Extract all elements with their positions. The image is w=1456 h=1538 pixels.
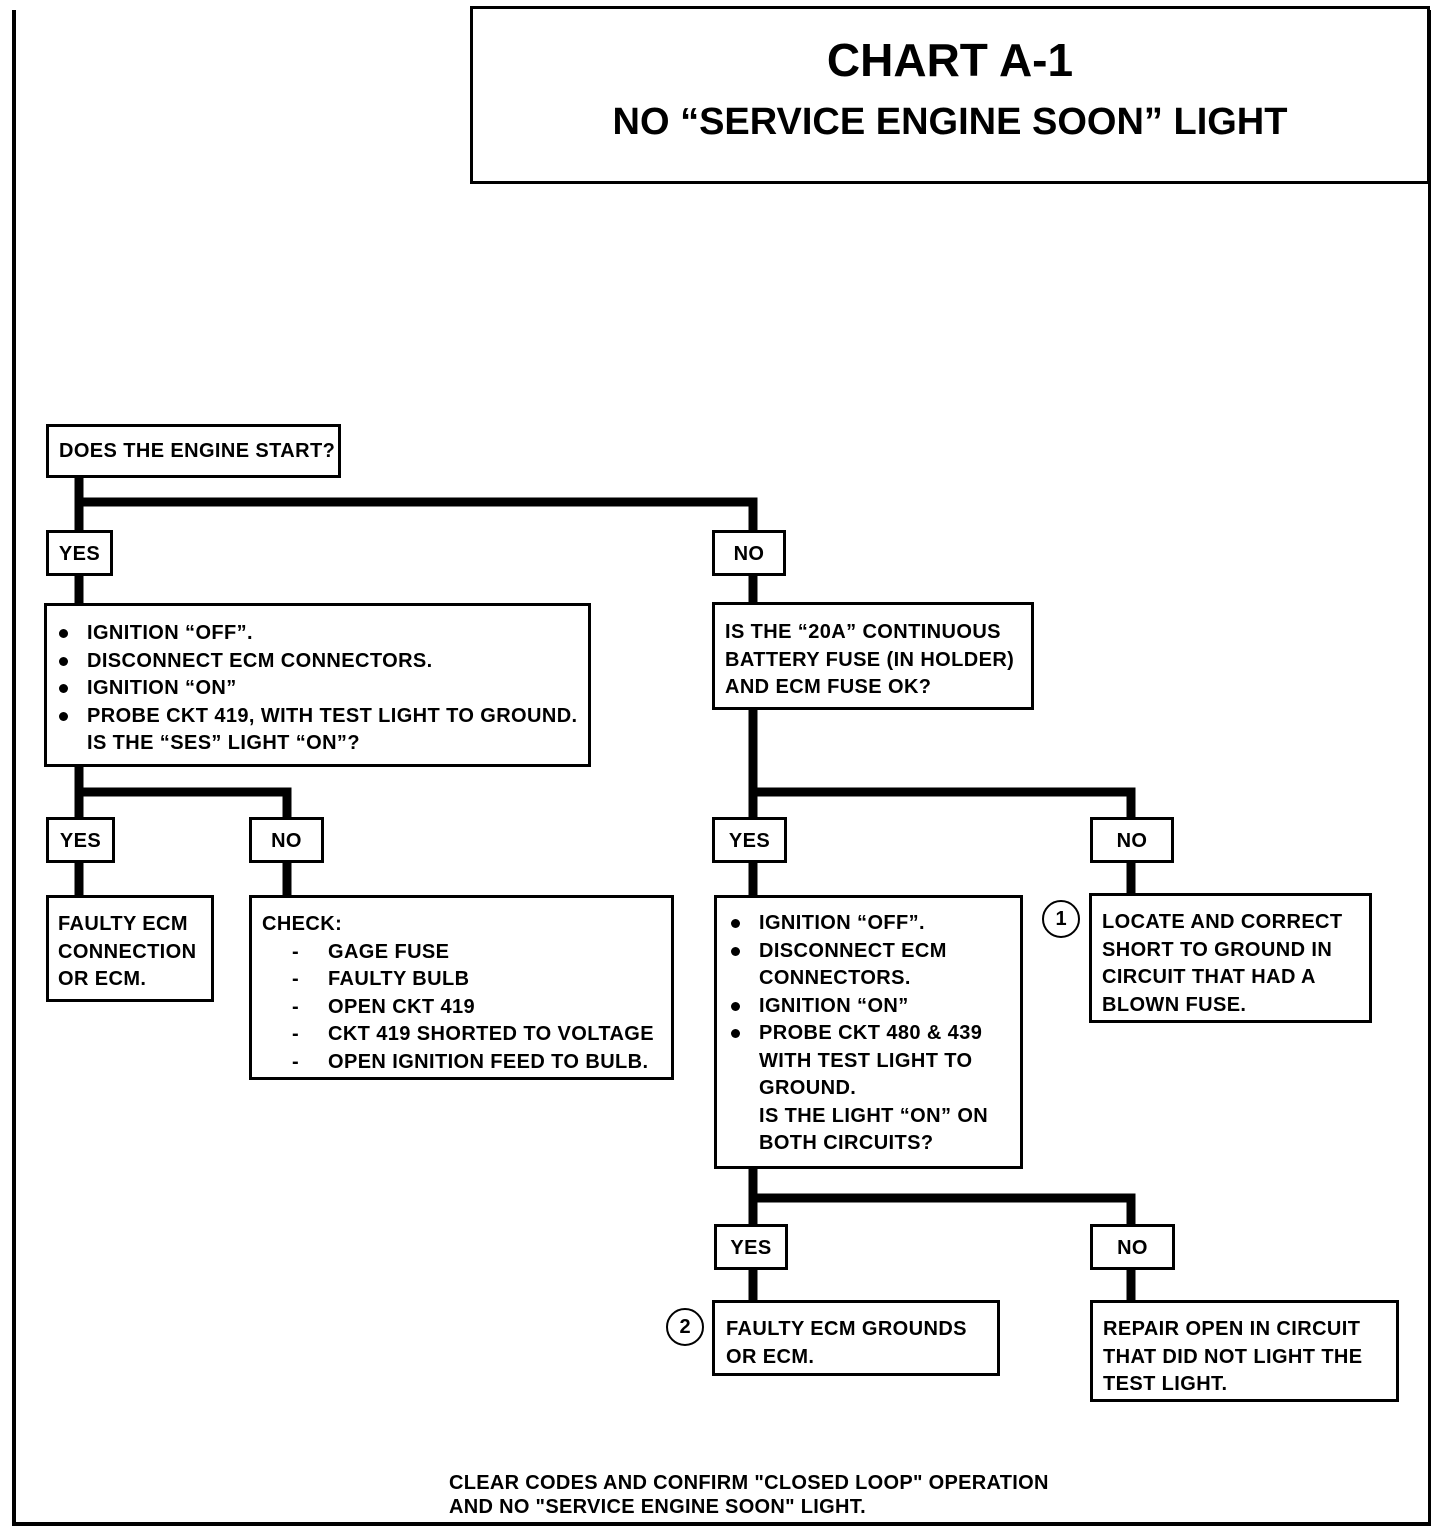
label-yes-text: YES <box>58 543 101 565</box>
result-faulty-ecm-grounds: FAULTY ECM GROUNDS OR ECM. <box>712 1300 1000 1376</box>
label-no-fuse-ok: NO <box>1090 817 1174 863</box>
list-item: -CKT 419 SHORTED TO VOLTAGE <box>292 1023 654 1045</box>
chart-subtitle: NO “SERVICE ENGINE SOON” LIGHT <box>612 101 1288 143</box>
chart-title: CHART A-1 <box>826 34 1074 86</box>
footer-line: CLEAR CODES AND CONFIRM "CLOSED LOOP" OP… <box>449 1472 1049 1494</box>
label-no-text: NO <box>271 830 302 852</box>
step-ignition-check: IGNITION “OFF”. DISCONNECT ECM CONNECTOR… <box>44 603 591 767</box>
list-item: DISCONNECT ECM CONNECTORS. <box>727 938 1020 993</box>
note-marker-2: 2 <box>666 1308 704 1346</box>
result-repair-open-circuit: REPAIR OPEN IN CIRCUIT THAT DID NOT LIGH… <box>1090 1300 1399 1402</box>
text-line: FAULTY ECM GROUNDS <box>726 1318 967 1340</box>
label-no-engine-start: NO <box>712 530 786 576</box>
text-line: TEST LIGHT. <box>1103 1373 1228 1395</box>
check-title: CHECK: <box>262 913 343 935</box>
text-line: CIRCUIT THAT HAD A <box>1102 966 1316 988</box>
question-engine-start: DOES THE ENGINE START? <box>46 424 341 478</box>
label-no-ses-light: NO <box>249 817 324 863</box>
title-box: CHART A-1 NO “SERVICE ENGINE SOON” LIGHT <box>470 6 1430 184</box>
note-marker-1: 1 <box>1042 900 1080 938</box>
result-check-list: CHECK: -GAGE FUSE -FAULTY BULB -OPEN CKT… <box>249 895 674 1080</box>
label-yes-ses-light: YES <box>46 817 115 863</box>
step-probe-ckt-480-439: IGNITION “OFF”. DISCONNECT ECM CONNECTOR… <box>714 895 1023 1169</box>
list-item: IGNITION “OFF”. <box>55 620 588 648</box>
label-no-text: NO <box>733 543 765 565</box>
label-no-text: NO <box>1116 830 1148 852</box>
list-item: -GAGE FUSE <box>292 940 450 963</box>
label-yes-both-circuits: YES <box>714 1224 788 1270</box>
label-yes-text: YES <box>728 830 771 852</box>
footer-note: CLEAR CODES AND CONFIRM "CLOSED LOOP" OP… <box>449 1471 1049 1519</box>
label-yes-text: YES <box>59 830 102 852</box>
list-item: DISCONNECT ECM CONNECTORS. <box>55 648 588 676</box>
footer-line: AND NO "SERVICE ENGINE SOON" LIGHT. <box>449 1496 866 1518</box>
list-item: -OPEN CKT 419 <box>292 995 476 1018</box>
result-faulty-ecm-connection: FAULTY ECM CONNECTION OR ECM. <box>46 895 214 1002</box>
label-no-text: NO <box>1117 1237 1148 1259</box>
label-yes-engine-start: YES <box>46 530 113 576</box>
text-line: OR ECM. <box>58 968 147 990</box>
text-line: SHORT TO GROUND IN <box>1102 938 1333 961</box>
list-item: -OPEN IGNITION FEED TO BULB. <box>292 1050 649 1073</box>
text-line: REPAIR OPEN IN CIRCUIT <box>1103 1318 1361 1340</box>
question-fuse-ok: IS THE “20A” CONTINUOUS BATTERY FUSE (IN… <box>712 602 1034 710</box>
text-line: FAULTY ECM <box>58 913 188 935</box>
text-line: LOCATE AND CORRECT <box>1102 911 1343 933</box>
page-frame <box>12 10 1431 1526</box>
text-line: BATTERY FUSE (IN HOLDER) <box>725 648 1015 671</box>
text-line: AND ECM FUSE OK? <box>725 676 932 698</box>
list-item: -FAULTY BULB <box>292 968 470 990</box>
list-item: IGNITION “ON” <box>55 675 588 703</box>
text-line: OR ECM. <box>726 1345 815 1368</box>
label-yes-text: YES <box>730 1237 772 1259</box>
list-item: IS THE LIGHT “ON” ON BOTH CIRCUITS? <box>759 1104 989 1155</box>
list-item: PROBE CKT 480 & 439 WITH TEST LIGHT TO G… <box>727 1020 1020 1103</box>
text-line: IS THE “20A” CONTINUOUS <box>725 621 1001 643</box>
list-item: IGNITION “ON” <box>727 993 1020 1021</box>
text-line: BLOWN FUSE. <box>1102 993 1247 1016</box>
list-item: PROBE CKT 419, WITH TEST LIGHT TO GROUND… <box>55 703 588 758</box>
label-no-both-circuits: NO <box>1090 1224 1175 1270</box>
label-yes-fuse-ok: YES <box>712 817 787 863</box>
text-line: CONNECTION <box>58 940 197 963</box>
question-engine-start-text: DOES THE ENGINE START? <box>59 440 336 462</box>
text-line: THAT DID NOT LIGHT THE <box>1103 1345 1363 1368</box>
result-locate-short: LOCATE AND CORRECT SHORT TO GROUND IN CI… <box>1089 893 1372 1023</box>
list-item: IGNITION “OFF”. <box>727 910 1020 938</box>
